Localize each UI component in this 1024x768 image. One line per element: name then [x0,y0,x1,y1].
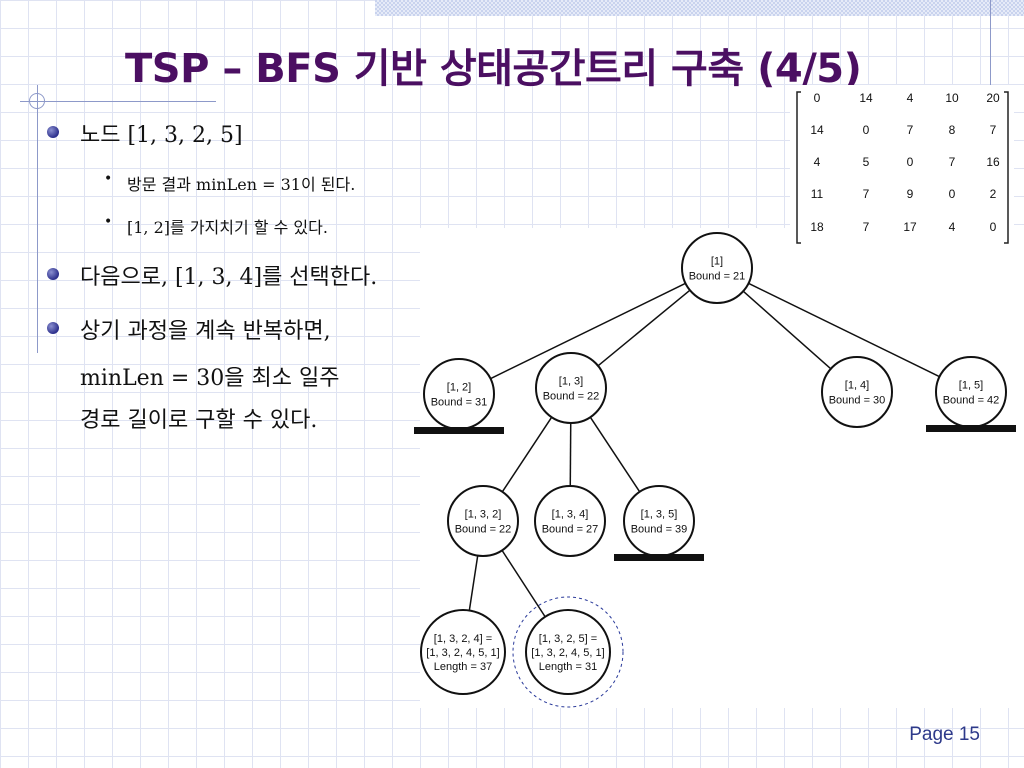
matrix-cell: 0 [949,187,956,201]
tree-edge [597,289,691,367]
decor-horizontal-line [20,101,216,102]
prune-bar [414,427,504,434]
tree-edge [490,282,686,380]
tree-node-label: Length = 31 [539,661,597,673]
matrix-cell: 4 [949,220,956,234]
tree-edge [501,549,546,618]
tree-node-label: Bound = 27 [542,524,599,536]
bullet-text-node: 노드 [1, 3, 2, 5] [80,123,243,148]
prune-bar [614,554,704,561]
header-decor-band [375,0,1024,16]
matrix-cell: 11 [811,187,824,201]
tree-node [935,356,1007,428]
matrix-cell: 0 [990,220,997,234]
tree-node-label: Bound = 22 [455,524,512,536]
tree-node-label: [1, 3, 2, 4] = [434,633,492,645]
matrix-cell: 0 [814,91,821,105]
tree-node-label: Bound = 22 [543,391,600,403]
matrix-cell: 20 [986,91,1000,105]
matrix-cell: 7 [863,187,870,201]
tree-edge [742,290,832,370]
bullet-dot [47,126,59,138]
bullet-text-next: 다음으로, [1, 3, 4]를 선택한다. [80,265,378,290]
tree-node [623,485,695,557]
tree-node-label: [1, 2] [447,382,471,394]
highlight-ring [512,596,624,708]
tree-node [535,352,607,424]
bullet-text-repeat-2: minLen = 30을 최소 일주 [80,366,340,391]
matrix-cell: 14 [859,91,873,105]
matrix-cell: 18 [810,220,824,234]
tree-node-label: [1, 3, 2, 4, 5, 1] [531,647,604,659]
tree-node [534,485,606,557]
tree-node-label: Bound = 21 [689,271,746,283]
tree-node-label: [1, 3, 2, 4, 5, 1] [426,647,499,659]
tree-node-label: [1, 5] [959,380,983,392]
bullet-dot [47,322,59,334]
tree-edge [748,282,940,378]
tree-node [447,485,519,557]
matrix-left-bracket [796,91,801,244]
matrix-cell: 7 [863,220,870,234]
matrix-cell: 7 [949,155,956,169]
matrix-cell: 7 [907,123,914,137]
tree-node-label: Bound = 39 [631,524,688,536]
tree-node-label: [1, 3, 2, 5] = [539,633,597,645]
tree-node [525,609,611,695]
sub-bullet-text-prune: [1, 2]를 가지치기 할 수 있다. [127,218,328,237]
header-decor-line [990,0,991,100]
matrix-panel-background [790,85,1014,250]
decor-vertical-line [37,85,38,353]
tree-node-label: [1, 3, 5] [641,509,678,521]
tree-node-label: [1, 3, 4] [552,509,589,521]
tree-edge [468,555,479,611]
sub-bullet-dot: • [104,171,113,187]
tree-edge [589,416,641,493]
matrix-cell: 4 [907,91,914,105]
tree-node-label: [1, 4] [845,380,869,392]
tree-node-label: Bound = 42 [943,395,1000,407]
slide-title: TSP – BFS 기반 상태공간트리 구축 (4/5) [125,46,862,92]
matrix-cell: 10 [945,91,959,105]
tree-node [681,232,753,304]
matrix-right-bracket [1004,91,1009,244]
matrix-cell: 17 [903,220,917,234]
tree-node-label: Bound = 30 [829,395,886,407]
matrix-cell: 0 [907,155,914,169]
matrix-cell: 8 [949,123,956,137]
bullet-text-repeat-3: 경로 길이로 구할 수 있다. [80,408,318,433]
tree-node-label: Length = 37 [434,661,492,673]
tree-node [420,609,506,695]
matrix-cell: 7 [990,123,997,137]
decor-circle [29,93,45,109]
matrix-cell: 14 [810,123,824,137]
tree-node [821,356,893,428]
tree-panel-background [420,228,1024,708]
matrix-cell: 5 [863,155,870,169]
tree-node-label: [1, 3, 2] [465,509,502,521]
matrix-cell: 9 [907,187,914,201]
prune-bar [926,425,1016,432]
sub-bullet-text-minlen: 방문 결과 minLen = 31이 된다. [127,175,356,194]
bullet-text-repeat-1: 상기 과정을 계속 반복하면, [80,319,331,344]
tree-node-label: [1, 3] [559,376,583,388]
bullet-dot [47,268,59,280]
matrix-cell: 2 [990,187,997,201]
matrix-cell: 16 [986,155,1000,169]
tree-node [423,358,495,430]
sub-bullet-dot: • [104,214,113,230]
matrix-cell: 0 [863,123,870,137]
matrix-cell: 4 [814,155,821,169]
page-number: Page 15 [909,724,980,745]
tree-edge [501,416,553,493]
tree-node-label: Bound = 31 [431,397,488,409]
tree-node-label: [1] [711,256,723,268]
